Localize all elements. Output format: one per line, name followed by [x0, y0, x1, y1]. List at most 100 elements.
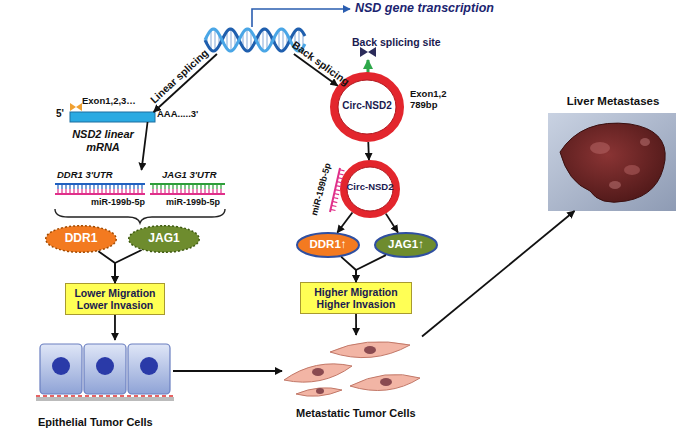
mirna-tick	[176, 189, 177, 194]
utr-tick	[172, 184, 173, 189]
protein-ellipse: DDR1↑	[296, 232, 360, 258]
mirna-tick	[129, 189, 130, 194]
base-pair	[278, 30, 279, 50]
node-text: Metastatic Tumor Cells	[296, 407, 476, 420]
arrow-connector	[355, 314, 357, 335]
arrow-connector	[115, 250, 142, 283]
splice-site-bowtie	[360, 47, 376, 57]
mirna-tick	[77, 189, 78, 194]
node-text: Exon1,2,3…	[82, 96, 152, 107]
arrow-connector	[341, 257, 356, 282]
edge-label: Back splicing	[290, 38, 352, 87]
node-text: Liver Metastases	[548, 95, 678, 108]
mirna-tick	[192, 189, 193, 194]
utr-tick	[129, 184, 130, 189]
utr-tick	[117, 184, 118, 189]
base-pair	[266, 30, 267, 50]
mirna-tick	[172, 189, 173, 194]
node-text: JAG1	[128, 232, 200, 246]
mirna-tick	[188, 189, 189, 194]
mirna-tick	[156, 189, 157, 194]
utr-tick	[57, 184, 58, 189]
utr-binding: DDR1 3'UTRmiR-199b-5p	[55, 170, 145, 210]
utr-tick	[216, 184, 217, 189]
phenotype-box: Higher Migration Higher Invasion	[300, 282, 412, 314]
mirna-tick	[212, 189, 213, 194]
node-text: miR-199b-5p	[91, 197, 151, 207]
protein-ellipse: JAG1	[128, 225, 200, 253]
base-pair	[262, 29, 263, 50]
linear-mrna-outline	[70, 112, 155, 122]
node-text: JAG1↑	[374, 238, 438, 251]
mirna-strand	[330, 168, 340, 212]
mirna-tick	[338, 178, 343, 179]
base-pair	[230, 29, 231, 51]
protein-ellipse: DDR1	[45, 225, 117, 253]
mrna-bar	[70, 112, 155, 122]
mirna-tick	[333, 197, 338, 198]
mirna-tick	[89, 189, 90, 194]
base-pair	[246, 29, 247, 51]
utr-tick	[220, 184, 221, 189]
mirna-tick	[340, 170, 345, 171]
mirna-tick	[65, 189, 66, 194]
liver-image: Liver Metastases	[548, 113, 676, 211]
node-text: DDR1↑	[296, 238, 360, 251]
mirna-tick	[204, 189, 205, 194]
utr-tick	[65, 184, 66, 189]
mirna-tick	[133, 189, 134, 194]
utr-tick	[188, 184, 189, 189]
utr-tick	[73, 184, 74, 189]
node-text: Back splicing site	[352, 36, 462, 48]
arrow-connector	[367, 142, 369, 160]
phenotype-rect	[301, 283, 412, 314]
protein-shape	[375, 233, 437, 257]
utr-tick	[168, 184, 169, 189]
mirna-tick	[332, 205, 337, 206]
utr-tick	[89, 184, 90, 189]
protein-shape	[46, 226, 117, 253]
mirna-tick	[216, 189, 217, 194]
utr-tick	[61, 184, 62, 189]
grouping-bracket	[55, 209, 225, 223]
mirna-tick	[97, 189, 98, 194]
node-text: Circ-NSD2	[340, 182, 400, 193]
utr-tick	[200, 184, 201, 189]
mirna-tick	[69, 189, 70, 194]
mirna-tick	[61, 189, 62, 194]
edge-label: Linear splicing	[148, 47, 211, 106]
node-text: NSD2 linear mRNA	[58, 128, 148, 153]
dna-strand	[205, 29, 305, 51]
mirna-tick	[137, 189, 138, 194]
dna-helix: NSD gene transcription	[205, 26, 305, 54]
node-text: DDR1	[45, 232, 117, 246]
arrow-connector	[422, 211, 574, 336]
mirna-tick	[200, 189, 201, 194]
mirna-tick	[93, 189, 94, 194]
linear-mrna: Exon1,2,3…5'AAA.....3'NSD2 linear mRNA	[70, 112, 155, 122]
phenotype-box: Lower Migration Lower Invasion	[65, 283, 165, 315]
mirna-tick	[109, 189, 110, 194]
utr-tick	[81, 184, 82, 189]
metastatic-cells	[284, 342, 420, 396]
mirna-tick	[57, 189, 58, 194]
utr-tick	[69, 184, 70, 189]
mirna-tick	[85, 189, 86, 194]
mirna-tick	[152, 189, 153, 194]
node-text: Circ-NSD2	[330, 100, 404, 112]
mirna-tick	[81, 189, 82, 194]
arrow-connector	[356, 255, 386, 282]
protein-shape	[297, 233, 359, 257]
exon-junction-bowtie	[70, 103, 82, 111]
utr-strand	[55, 183, 145, 185]
node-text: DDR1 3'UTR	[57, 170, 137, 181]
utr-tick	[152, 184, 153, 189]
mirna-strand	[55, 193, 145, 195]
utr-tick	[196, 184, 197, 189]
node-text: NSD gene transcription	[355, 1, 545, 15]
mirna-tick	[334, 194, 339, 195]
mirna-tick	[125, 189, 126, 194]
utr-tick	[97, 184, 98, 189]
